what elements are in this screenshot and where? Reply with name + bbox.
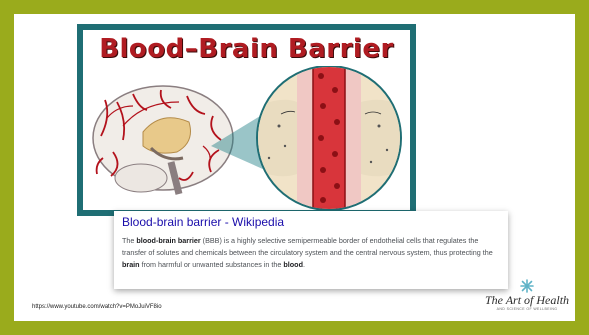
wikipedia-link[interactable]: Blood-brain barrier - Wikipedia — [122, 215, 284, 229]
brain-illustration — [93, 86, 233, 194]
art-of-health-logo-mark-icon — [520, 279, 534, 293]
bbb-image-frame: Blood–Brain Barrier — [77, 24, 416, 216]
blood-vessel-illustration — [257, 66, 401, 210]
wikipedia-result-card: Blood-brain barrier - Wikipedia The bloo… — [114, 211, 508, 289]
logo-subtitle: AND SCIENCE OF WELLBEING — [484, 307, 570, 311]
logo-text: The Art of Health — [484, 293, 570, 308]
wikipedia-snippet: The blood-brain barrier (BBB) is a highl… — [122, 235, 502, 271]
slide: Blood–Brain Barrier — [14, 14, 575, 321]
source-url[interactable]: https://www.youtube.com/watch?v=PMoJuiVF… — [32, 304, 162, 310]
bbb-image: Blood–Brain Barrier — [83, 30, 410, 210]
brain-vessel-illustration — [83, 66, 410, 210]
image-title: Blood–Brain Barrier — [83, 34, 410, 64]
art-of-health-logo: The Art of Health AND SCIENCE OF WELLBEI… — [484, 279, 570, 317]
